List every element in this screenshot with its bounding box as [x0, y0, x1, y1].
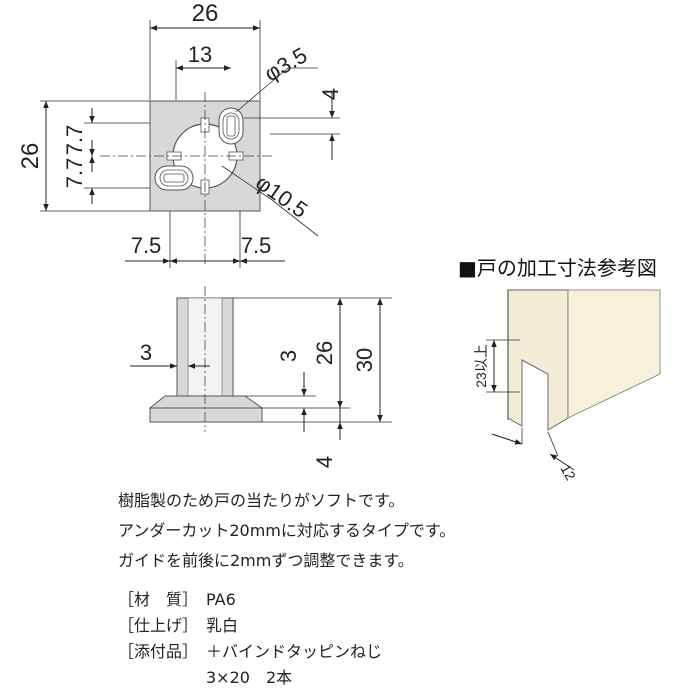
dim-base: 3 — [276, 350, 301, 362]
spec-value: ＋バインドタッピンねじ — [206, 642, 383, 661]
door-width-label: 12 — [557, 462, 579, 484]
description-line: アンダーカット20mmに対応するタイプです。 — [118, 521, 456, 540]
dim-hole-small: φ3.5 — [260, 42, 311, 86]
door-diagram: 23以上 12 — [473, 289, 661, 484]
spec-key: ［材 質］ — [118, 590, 199, 609]
specifications: ［材 質］ PA6 ［仕上げ］ 乳白 ［添付品］ ＋バインドタッピンねじ 3×20 2… — [118, 587, 382, 691]
dim-height: 26 — [17, 143, 44, 170]
spec-accessories-quantity: 3×20 2本 — [206, 668, 293, 687]
dim-edge-right: 7.5 — [241, 233, 272, 258]
dim-offset-upper: 7.7 — [62, 125, 87, 156]
dim-slot-offset: 4 — [318, 88, 343, 100]
door-depth-label: 23以上 — [473, 344, 489, 388]
dim-bottom: 4 — [312, 456, 337, 468]
spec-finish: ［仕上げ］ 乳白 — [118, 613, 382, 639]
dim-total: 30 — [352, 348, 377, 372]
spec-material: ［材 質］ PA6 — [118, 587, 382, 613]
description-line: ガイドを前後に2mmずつ調整できます。 — [118, 551, 414, 570]
dim-offset-lower: 7.7 — [62, 158, 87, 189]
dim-hole-large: φ10.5 — [251, 170, 312, 223]
description: 樹脂製のため戸の当たりがソフトです。 アンダーカット20mmに対応するタイプです… — [118, 486, 455, 576]
dim-width: 26 — [192, 0, 219, 27]
description-line: 樹脂製のため戸の当たりがソフトです。 — [118, 491, 405, 510]
spec-key: ［添付品］ — [118, 642, 199, 661]
spec-accessories: ［添付品］ ＋バインドタッピンねじ — [118, 639, 382, 665]
spec-value: PA6 — [206, 590, 236, 609]
dim-side-height: 26 — [312, 341, 337, 365]
spec-key: ［仕上げ］ — [118, 616, 199, 635]
spec-value: 乳白 — [206, 616, 239, 635]
dim-half-width: 13 — [188, 42, 212, 67]
top-view: 26 13 φ3.5 4 26 7.7 7.7 φ10.5 — [17, 0, 343, 268]
slot-upper-right — [218, 107, 244, 145]
dim-edge-left: 7.5 — [131, 233, 162, 258]
dim-wall: 3 — [140, 340, 152, 365]
slot-lower-left — [154, 165, 194, 191]
door-diagram-title: ■戸の加工寸法参考図 — [458, 256, 657, 280]
side-view: 3 3 26 30 4 — [130, 286, 392, 468]
